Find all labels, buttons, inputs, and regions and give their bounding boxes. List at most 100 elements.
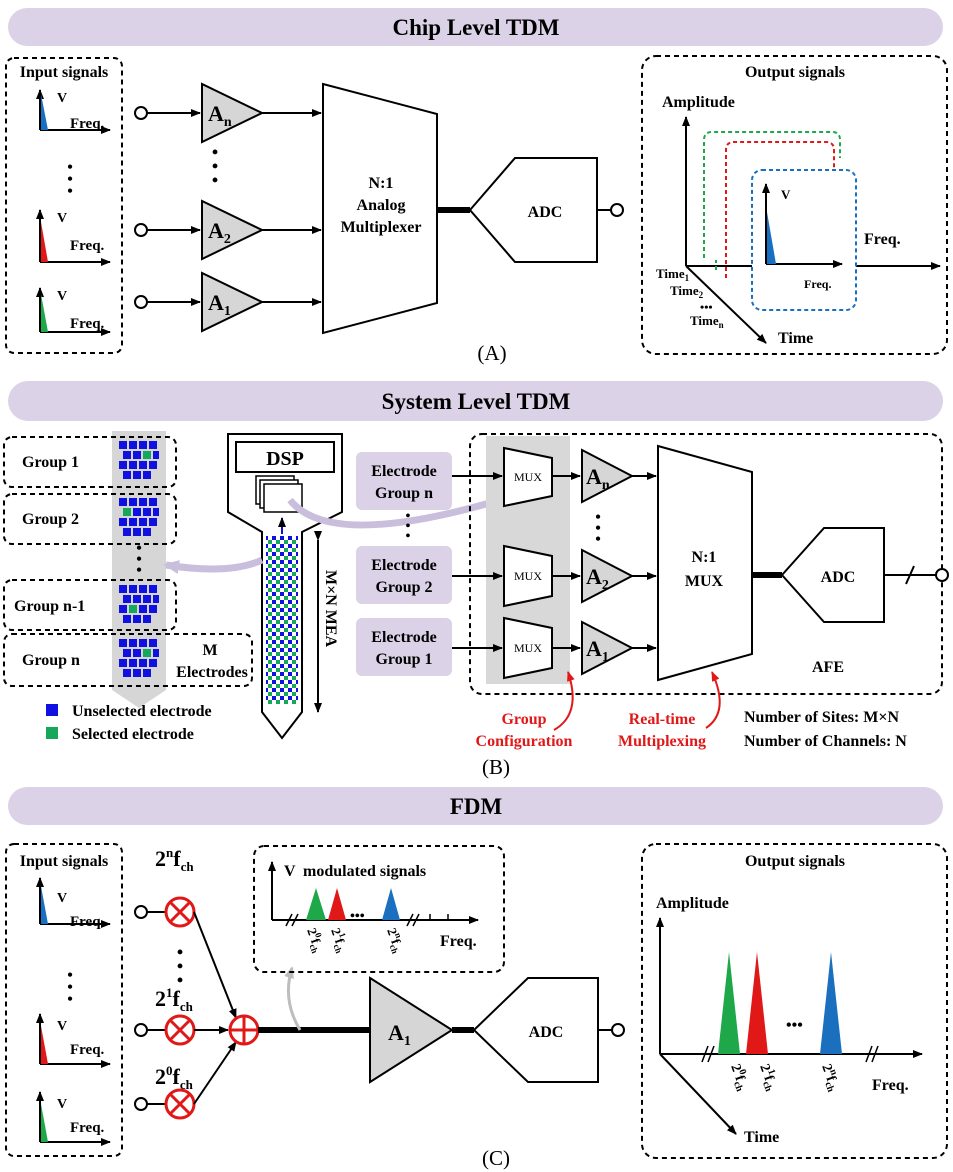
svg-text:Freq.: Freq. bbox=[70, 316, 105, 332]
svg-text:MUX: MUX bbox=[514, 641, 542, 655]
svg-text:Multiplexer: Multiplexer bbox=[341, 219, 422, 236]
svg-text:Electrode: Electrode bbox=[371, 629, 436, 646]
svg-text:Time1: Time1 bbox=[656, 266, 690, 283]
svg-text:Configuration: Configuration bbox=[476, 733, 573, 750]
legend-unselected-swatch bbox=[46, 704, 58, 716]
svg-text:Input signals: Input signals bbox=[20, 853, 109, 870]
svg-text:20fch: 20fch bbox=[302, 925, 328, 954]
group-2-label: Group 2 bbox=[22, 511, 79, 528]
svg-text:•: • bbox=[136, 562, 142, 579]
afe-adc: ADC bbox=[780, 527, 885, 623]
svg-text:Output signals: Output signals bbox=[745, 853, 845, 870]
channels-count: Number of Channels: N bbox=[744, 733, 907, 750]
svg-text:ADC: ADC bbox=[528, 204, 563, 221]
svg-text:Analog: Analog bbox=[357, 197, 406, 214]
svg-text:MUX: MUX bbox=[514, 569, 542, 583]
amplifier-an: An bbox=[134, 82, 322, 144]
panel-c-caption: (C) bbox=[482, 1146, 510, 1170]
svg-text:•: • bbox=[136, 551, 142, 568]
legend-selected-swatch bbox=[46, 727, 58, 739]
svg-text:•••: ••• bbox=[350, 909, 365, 924]
input-box-title: Input signals bbox=[20, 64, 109, 81]
mea-label: M×N MEA bbox=[322, 570, 339, 648]
svg-text:Time: Time bbox=[778, 330, 813, 347]
panel-a-banner bbox=[8, 8, 943, 46]
svg-text:A1: A1 bbox=[208, 290, 231, 319]
svg-text:•: • bbox=[212, 156, 218, 176]
svg-text:Freq.: Freq. bbox=[804, 277, 831, 291]
panel-c-banner bbox=[8, 787, 943, 825]
svg-text:An: An bbox=[208, 101, 232, 130]
svg-text:•: • bbox=[406, 529, 411, 544]
svg-text:modulated signals: modulated signals bbox=[303, 863, 426, 880]
svg-text:ADC: ADC bbox=[529, 1024, 564, 1041]
modulated-tap-arrow bbox=[284, 966, 302, 1031]
svg-text:•: • bbox=[177, 970, 183, 990]
svg-text:Freq.: Freq. bbox=[440, 933, 477, 950]
svg-text:V: V bbox=[284, 863, 296, 880]
amplifier-a2: A2 bbox=[134, 199, 322, 261]
svg-text:•: • bbox=[67, 171, 73, 188]
svg-text:Freq.: Freq. bbox=[70, 1042, 105, 1058]
panel-c-title: FDM bbox=[450, 794, 503, 819]
sites-count: Number of Sites: M×N bbox=[744, 709, 899, 726]
panel-b-title: System Level TDM bbox=[382, 389, 571, 414]
svg-text:MUX: MUX bbox=[514, 470, 542, 484]
afe-amplifier-an: An bbox=[581, 448, 635, 504]
svg-text:Freq.: Freq. bbox=[70, 914, 105, 930]
legend-selected-label: Selected electrode bbox=[72, 726, 194, 743]
mixer-0 bbox=[134, 1088, 196, 1120]
svg-text:V: V bbox=[57, 1097, 67, 1112]
svg-text:Electrodes: Electrodes bbox=[176, 664, 248, 681]
svg-text:•: • bbox=[67, 967, 73, 984]
group-mux-1: MUX bbox=[503, 616, 553, 680]
svg-text:Freq.: Freq. bbox=[70, 116, 105, 132]
panel-a-output-box: Output signals Amplitude V Freq. Freq. T… bbox=[641, 55, 948, 355]
dsp-block bbox=[235, 441, 335, 473]
svg-text:Freq.: Freq. bbox=[872, 1077, 909, 1094]
panel-b-banner bbox=[8, 381, 943, 421]
svg-text:•: • bbox=[406, 509, 411, 524]
svg-text:Freq.: Freq. bbox=[864, 231, 901, 248]
svg-text:V: V bbox=[57, 891, 67, 906]
svg-text:V: V bbox=[57, 289, 67, 304]
dsp-to-mux-arrow bbox=[287, 496, 503, 529]
afe-amplifier-a2: A2 bbox=[581, 548, 635, 604]
svg-text:MUX: MUX bbox=[685, 573, 724, 590]
svg-text:Group n: Group n bbox=[375, 485, 433, 502]
svg-text:V: V bbox=[57, 211, 67, 226]
svg-text:•••: ••• bbox=[700, 300, 713, 314]
svg-text:Group 1: Group 1 bbox=[375, 651, 432, 668]
panel-b: System Level TDM Group 1 Group 2 • • • G… bbox=[3, 381, 949, 779]
svg-text:N:1: N:1 bbox=[369, 175, 394, 192]
input-spectrum-green: V Freq. bbox=[36, 287, 111, 336]
svg-text:Electrode: Electrode bbox=[371, 463, 436, 480]
svg-text:Electrode: Electrode bbox=[371, 557, 436, 574]
input-spectrum-blue: V Freq. bbox=[36, 89, 111, 134]
panel-a-input-box: Input signals V Freq. • • • V Freq. bbox=[5, 57, 123, 354]
svg-text:•: • bbox=[595, 520, 601, 537]
svg-text:•: • bbox=[212, 170, 218, 190]
svg-text:Amplitude: Amplitude bbox=[662, 94, 735, 111]
svg-text:•: • bbox=[67, 991, 73, 1008]
svg-text:A2: A2 bbox=[586, 564, 609, 593]
svg-text:A1: A1 bbox=[586, 636, 609, 665]
svg-text:N:1: N:1 bbox=[692, 549, 717, 566]
mea-electrode-array bbox=[266, 536, 298, 704]
svg-text:Amplitude: Amplitude bbox=[656, 895, 729, 912]
svg-text:•: • bbox=[406, 519, 411, 534]
panel-c-input-box: Input signals V Freq. • • • V Freq. bbox=[5, 843, 123, 1157]
legend-unselected-label: Unselected electrode bbox=[72, 703, 212, 720]
svg-text:Group: Group bbox=[501, 711, 546, 728]
mixer-1 bbox=[134, 1014, 196, 1046]
svg-text:20fch: 20fch bbox=[725, 1061, 753, 1093]
svg-text:•••: ••• bbox=[786, 1017, 803, 1034]
electrode-group-labels: Electrode Group n • • • Electrode Group … bbox=[356, 452, 452, 676]
svg-text:V: V bbox=[57, 91, 67, 106]
svg-text:2nfch: 2nfch bbox=[155, 845, 194, 874]
svg-text:V: V bbox=[57, 1019, 67, 1034]
dsp-to-group-arrow bbox=[163, 556, 264, 574]
mixer-n bbox=[134, 896, 196, 928]
electrode-groups: Group 1 Group 2 • • • Group n-1 Group n … bbox=[3, 436, 253, 687]
svg-text:DSP: DSP bbox=[266, 448, 304, 470]
